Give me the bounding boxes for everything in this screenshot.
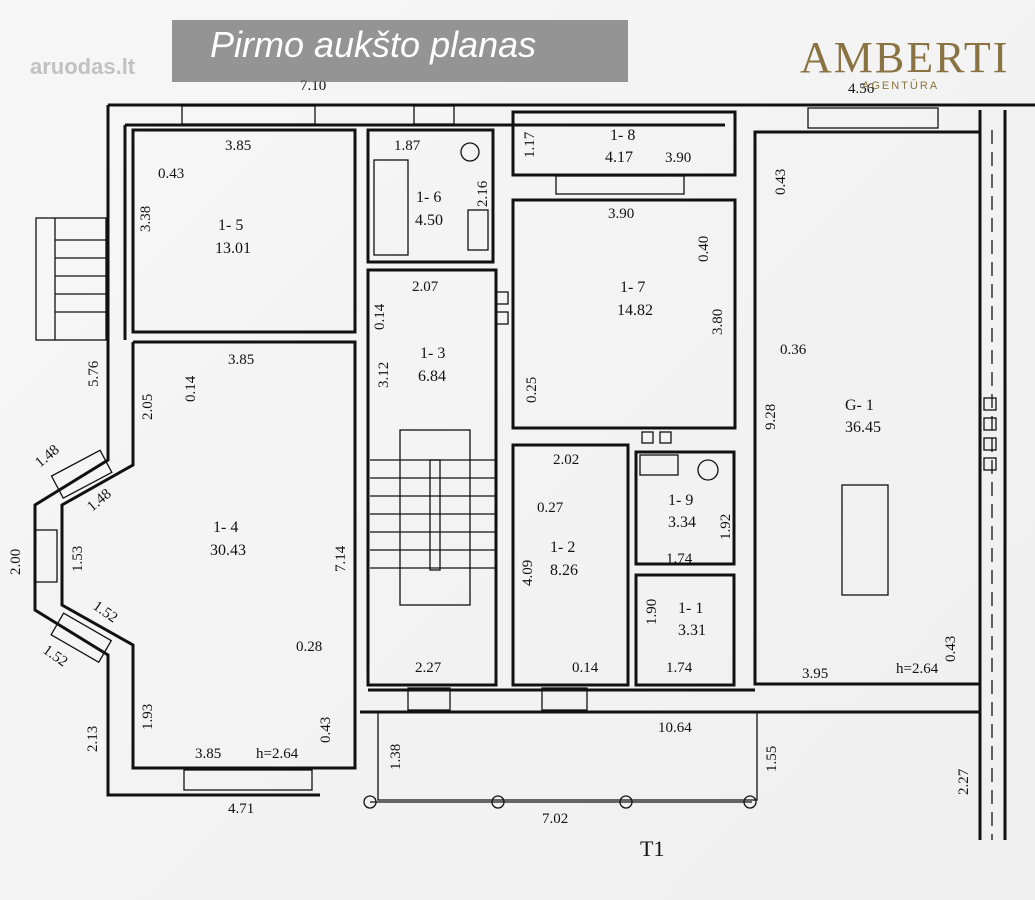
dimension: 2.02	[553, 452, 579, 468]
room-id: 1- 4	[213, 519, 238, 536]
room-id: 1- 1	[678, 600, 703, 617]
dimension: 10.64	[658, 720, 692, 736]
dimension: 0.36	[780, 342, 807, 358]
dimension: 1.17	[522, 131, 538, 158]
room-area: 3.34	[668, 514, 696, 531]
brand-logo: AMBERTI AGENTŪRA	[800, 20, 1020, 100]
room-area: 4.17	[605, 149, 633, 166]
dimension: 0.14	[572, 660, 599, 676]
ceiling-height: h=2.64	[896, 661, 939, 677]
dimension: 1.53	[70, 546, 86, 572]
dimension: 3.85	[225, 138, 251, 154]
dimension: 2.00	[8, 549, 24, 575]
dimension: 2.05	[140, 394, 156, 420]
dimension: 3.90	[608, 206, 634, 222]
page-title: Pirmo aukšto planas	[210, 24, 537, 65]
walls	[33, 103, 1035, 840]
dimension: 1.90	[644, 599, 660, 625]
room-id: 1- 8	[610, 127, 635, 144]
dimension: 1.87	[394, 138, 421, 154]
room-area: 30.43	[210, 542, 246, 559]
dimension: 1.38	[388, 744, 404, 770]
dimension: 0.40	[696, 236, 712, 262]
room-area: 8.26	[550, 562, 578, 579]
dimension: 0.43	[158, 166, 184, 182]
room-labels: 1- 5 13.01 1- 6 4.50 1- 8 4.17 1- 7 14.8…	[210, 127, 881, 639]
dimension: 5.76	[86, 360, 102, 387]
dimension: 1.74	[666, 551, 693, 567]
brand-subtitle: AGENTŪRA	[862, 80, 940, 92]
dimension: 4.71	[228, 801, 254, 817]
dimension: 1.93	[140, 704, 156, 730]
room-id: 1- 7	[620, 279, 645, 296]
dimension: 2.16	[475, 180, 491, 207]
dimension: 7.14	[333, 545, 349, 572]
dimension: 3.80	[710, 309, 726, 335]
dimension: 0.43	[943, 636, 959, 662]
dimension: 7.10	[300, 78, 326, 94]
dimension: 0.14	[372, 303, 388, 330]
room-id: 1- 6	[416, 189, 441, 206]
dimension: 1.55	[764, 746, 780, 772]
dimension: 9.28	[763, 404, 779, 430]
dimension: 0.28	[296, 639, 322, 655]
ceiling-height: h=2.64	[256, 746, 299, 762]
brand-name: AMBERTI	[800, 33, 1010, 82]
dimension: 1.92	[718, 514, 734, 540]
watermark: aruodas.lt	[30, 54, 136, 79]
dimension: 3.85	[228, 352, 254, 368]
room-area: 13.01	[215, 240, 251, 257]
dimension: 3.12	[376, 362, 392, 388]
dimension: 2.27	[956, 768, 972, 795]
floor-code: T1	[640, 836, 665, 861]
room-id: 1- 9	[668, 492, 693, 509]
dimension: 0.25	[524, 377, 540, 403]
room-id: 1- 2	[550, 539, 575, 556]
dimension: 2.27	[415, 660, 442, 676]
room-area: 4.50	[415, 212, 443, 229]
dimension: 2.13	[85, 726, 101, 752]
room-area: 36.45	[845, 419, 881, 436]
dimension: 3.95	[802, 666, 828, 682]
dimension: 0.43	[318, 717, 334, 743]
dimension: 0.27	[537, 500, 564, 516]
room-area: 6.84	[418, 368, 446, 385]
dimension: 7.02	[542, 811, 568, 827]
room-area: 14.82	[617, 302, 653, 319]
dimension: 1.52	[40, 642, 71, 670]
dimension: 4.56	[848, 81, 875, 97]
dimension: 0.43	[773, 169, 789, 195]
room-id: G- 1	[845, 397, 874, 414]
room-area: 3.31	[678, 622, 706, 639]
room-id: 1- 5	[218, 217, 243, 234]
dimension: 4.09	[520, 560, 536, 586]
dimension: 2.07	[412, 279, 439, 295]
dimension: 1.48	[32, 442, 62, 471]
dimension-labels: 7.10 4.56 3.85 0.43 3.38 1.87 2.16 1.17 …	[8, 78, 972, 827]
title-banner	[172, 20, 628, 82]
dimension: 0.14	[183, 375, 199, 402]
room-id: 1- 3	[420, 345, 445, 362]
dimension: 1.74	[666, 660, 693, 676]
dimension: 3.90	[665, 150, 691, 166]
dimension: 3.85	[195, 746, 221, 762]
dimension: 3.38	[138, 206, 154, 232]
